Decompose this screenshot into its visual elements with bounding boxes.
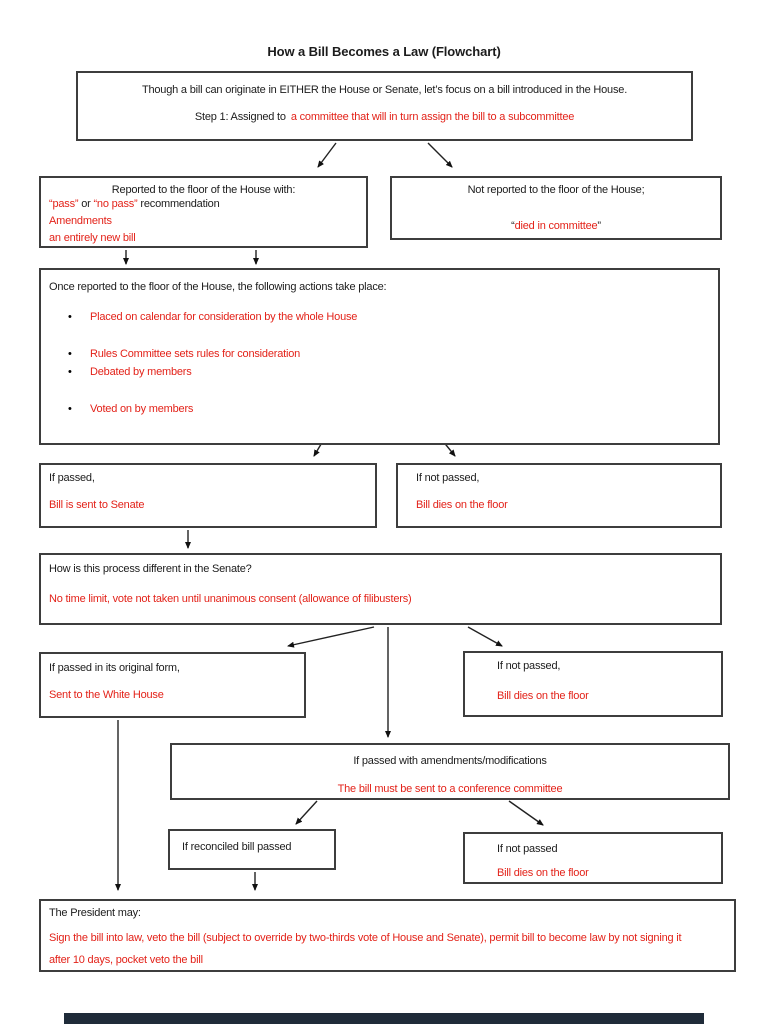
floor-action-item: Debated by members — [49, 365, 710, 379]
original-form-label: If passed in its original form, — [49, 662, 180, 674]
page-title: How a Bill Becomes a Law (Flowchart) — [267, 44, 501, 59]
box-not-reported: Not reported to the floor of the House; … — [390, 176, 722, 240]
floor-actions-heading: Once reported to the floor of the House,… — [49, 281, 387, 293]
died-in-committee-line: “died in committee” — [392, 219, 720, 233]
box-president-options: The President may: Sign the bill into la… — [39, 899, 736, 972]
bill-dies-text: Bill dies on the floor — [497, 690, 589, 702]
if-passed-label: If passed, — [49, 472, 95, 484]
box-floor-actions: Once reported to the floor of the House,… — [39, 268, 720, 445]
floor-action-item: Voted on by members — [49, 402, 710, 416]
origin-intro-text: Though a bill can originate in EITHER th… — [141, 84, 628, 96]
reported-recommendation-line: “pass” or “no pass” recommendation — [49, 197, 358, 211]
step1-label: Step 1: Assigned to — [194, 111, 286, 123]
bottom-dark-bar — [64, 1013, 704, 1024]
if-not-passed-label: If not passed, — [497, 660, 561, 672]
bill-dies-text: Bill dies on the floor — [497, 867, 589, 879]
sent-to-senate-text: Bill is sent to Senate — [49, 499, 145, 511]
conference-committee-text: The bill must be sent to a conference co… — [337, 783, 563, 795]
arrow-amendments-to-reconciled — [295, 800, 318, 825]
no-pass-quote: “no pass” — [93, 198, 138, 210]
president-options-text: Sign the bill into law, veto the bill (s… — [49, 932, 682, 966]
box-conference-not-passed: If not passed Bill dies on the floor — [463, 832, 723, 884]
origin-step1-line: Step 1: Assigned to a committee that will… — [78, 110, 691, 124]
box-if-not-passed-senate: If not passed, Bill dies on the floor — [463, 651, 723, 717]
white-house-text: Sent to the White House — [49, 689, 164, 701]
quote-open: “ — [511, 220, 515, 232]
recommendation-text: recommendation — [137, 198, 220, 210]
or-text: or — [78, 198, 94, 210]
reconciled-label: If reconciled bill passed — [182, 841, 292, 853]
reported-heading: Reported to the floor of the House with: — [111, 184, 296, 196]
arrow-origin-to-notreported — [427, 142, 453, 168]
if-not-passed-label: If not passed, — [416, 472, 480, 484]
senate-question-text: How is this process different in the Sen… — [49, 563, 252, 575]
box-if-passed-house: If passed, Bill is sent to Senate — [39, 463, 377, 528]
president-may-label: The President may: — [49, 907, 141, 919]
bill-dies-text: Bill dies on the floor — [416, 499, 508, 511]
box-senate-process: How is this process different in the Sen… — [39, 553, 722, 625]
arrow-amendments-to-notpassed — [508, 800, 544, 826]
box-reconciled-bill: If reconciled bill passed — [168, 829, 336, 870]
if-not-passed-label: If not passed — [497, 843, 558, 855]
box-passed-with-amendments: If passed with amendments/modifications … — [170, 743, 730, 800]
floor-action-item: Placed on calendar for consideration by … — [49, 310, 710, 324]
senate-answer-text: No time limit, vote not taken until unan… — [49, 593, 412, 605]
new-bill-text: an entirely new bill — [49, 232, 136, 244]
amendments-text: Amendments — [49, 215, 112, 227]
arrow-senate-to-notpassed — [467, 626, 503, 647]
arrow-origin-to-reported — [317, 142, 337, 168]
amendments-label: If passed with amendments/modifications — [353, 755, 547, 767]
step1-detail: a committee that will in turn assign the… — [290, 111, 575, 123]
arrow-senate-to-originalform — [287, 626, 375, 648]
floor-action-item: Rules Committee sets rules for considera… — [49, 347, 710, 361]
box-reported-to-floor: Reported to the floor of the House with:… — [39, 176, 368, 248]
box-passed-original-form: If passed in its original form, Sent to … — [39, 652, 306, 718]
box-if-not-passed-house: If not passed, Bill dies on the floor — [396, 463, 722, 528]
died-in-committee-text: died in committee — [514, 220, 598, 232]
not-reported-heading: Not reported to the floor of the House; — [467, 184, 645, 196]
box-bill-origin: Though a bill can originate in EITHER th… — [76, 71, 693, 141]
pass-quote: “pass” — [49, 198, 79, 210]
quote-close: ” — [597, 220, 601, 232]
